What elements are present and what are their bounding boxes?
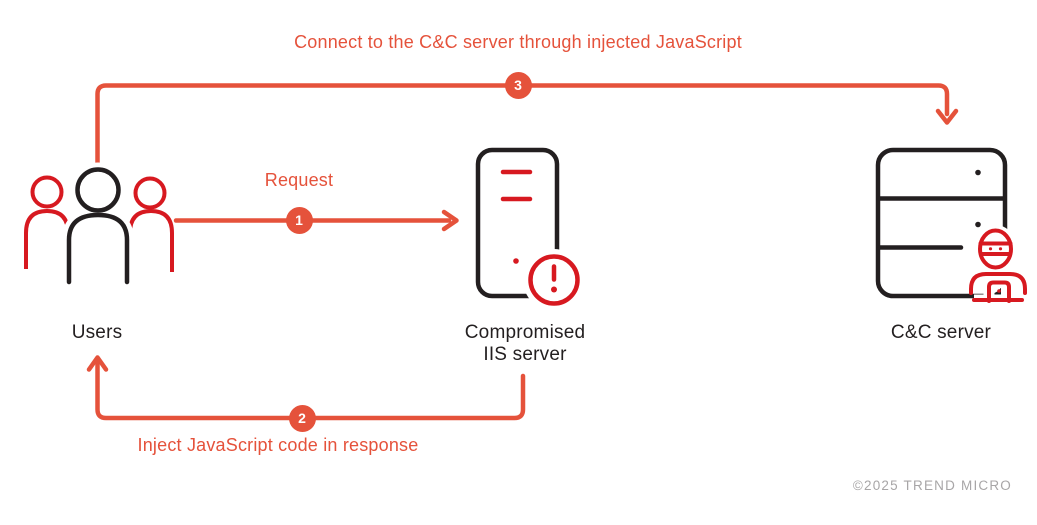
step1-label: Request — [264, 170, 334, 190]
server-tower-warning-icon — [475, 147, 585, 311]
server-rack-icon — [875, 147, 1031, 306]
step3-label: Connect to the C&C server through inject… — [294, 32, 742, 52]
step2-label: Inject JavaScript code in response — [137, 435, 419, 455]
warning-icon — [523, 249, 585, 311]
arrowhead-down-icon — [935, 108, 959, 125]
iis-server-node-label: Compromised IIS server — [464, 322, 586, 365]
step2-badge: 2 — [288, 404, 316, 432]
arrowhead-right-icon — [441, 209, 459, 232]
arrowhead-up-icon — [86, 355, 109, 372]
copyright-text: ©2025 TREND MICRO — [852, 478, 1012, 493]
cc-server-node-label: C&C server — [890, 322, 992, 343]
arrow-step-1 — [173, 209, 459, 232]
step1-badge: 1 — [285, 207, 313, 234]
step3-badge: 3 — [504, 72, 532, 99]
users-icon — [24, 162, 174, 285]
hacker-icon — [969, 228, 1027, 303]
users-node-label: Users — [71, 322, 123, 343]
